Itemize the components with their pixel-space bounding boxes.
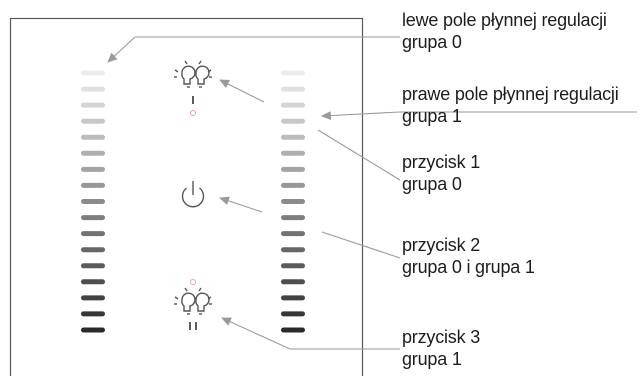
leader-top-bulb <box>219 79 265 103</box>
right-slider-segment <box>281 199 305 204</box>
left-slider-segment <box>81 247 105 253</box>
left-dimmer-slider <box>81 70 105 333</box>
left-slider-segment <box>81 102 105 108</box>
bottom-indicator-dot-group <box>190 279 196 285</box>
right-slider-segment <box>281 295 305 301</box>
right-slider-segment <box>281 311 305 317</box>
right-slider-segment <box>281 86 305 92</box>
left-slider-segment <box>81 263 105 269</box>
left-slider-segment <box>81 279 105 285</box>
left-slider-segment <box>81 327 105 333</box>
left-slider-segment <box>81 166 105 172</box>
right-slider-segment <box>281 166 305 172</box>
right-slider-segment <box>281 327 305 333</box>
callout-button-1-title: przycisk 1 <box>402 152 481 172</box>
right-slider-segment <box>281 215 305 221</box>
right-slider-segment <box>281 231 305 237</box>
top-indicator-dot <box>190 110 196 116</box>
left-slider-segment <box>81 295 105 301</box>
callout-button-1: przycisk 1 grupa 0 <box>402 151 480 195</box>
left-slider-segment <box>81 215 105 221</box>
bottom-bulb-icon <box>174 287 212 315</box>
leader-button-2 <box>321 231 401 259</box>
power-icon <box>181 181 205 208</box>
right-slider-segment <box>281 70 305 76</box>
leader-right-slider <box>321 111 637 120</box>
left-slider-segment <box>81 231 105 237</box>
left-slider-segment <box>81 118 105 124</box>
callout-button-3-group: grupa 1 <box>402 349 462 369</box>
control-panel-outline <box>9 17 364 376</box>
left-slider-segment <box>81 134 105 140</box>
left-slider-segment <box>81 70 105 76</box>
callout-button-1-group: grupa 0 <box>402 174 462 194</box>
callout-button-3: przycisk 3 grupa 1 <box>402 326 480 370</box>
left-slider-segment <box>81 150 105 156</box>
leader-button-3 <box>221 317 400 350</box>
callout-left-slider: lewe pole płynnej regulacji grupa 0 <box>402 9 607 53</box>
right-slider-segment <box>281 247 305 253</box>
right-slider-segment <box>281 134 305 140</box>
right-slider-segment <box>281 102 305 108</box>
left-slider-segment <box>81 182 105 188</box>
right-slider-segment <box>281 182 305 188</box>
left-slider-segment <box>81 199 105 204</box>
leader-button-1 <box>317 129 401 181</box>
callout-right-slider: prawe pole płynnej regulacji grupa 1 <box>402 83 619 127</box>
bottom-bulb-mark <box>189 322 197 330</box>
callout-right-slider-title: prawe pole płynnej regulacji <box>402 84 619 104</box>
leader-left-slider <box>107 36 400 63</box>
left-slider-segment <box>81 311 105 317</box>
leader-power <box>219 196 263 213</box>
right-slider-segment <box>281 118 305 124</box>
callout-button-2: przycisk 2 grupa 0 i grupa 1 <box>402 234 535 278</box>
top-bulb-mark <box>190 96 196 116</box>
callout-left-slider-title: lewe pole płynnej regulacji <box>402 10 607 30</box>
right-slider-segment <box>281 279 305 285</box>
right-dimmer-slider <box>281 70 305 333</box>
callout-button-2-title: przycisk 2 <box>402 235 481 255</box>
top-bulb-icon <box>174 60 212 88</box>
left-slider-segment <box>81 86 105 92</box>
right-slider-segment <box>281 150 305 156</box>
callout-button-2-group: grupa 0 i grupa 1 <box>402 257 535 277</box>
leader-lines <box>107 36 637 350</box>
callout-button-3-title: przycisk 3 <box>402 327 481 347</box>
callout-left-slider-group: grupa 0 <box>402 32 462 52</box>
right-slider-segment <box>281 263 305 269</box>
callout-right-slider-group: grupa 1 <box>402 106 462 126</box>
